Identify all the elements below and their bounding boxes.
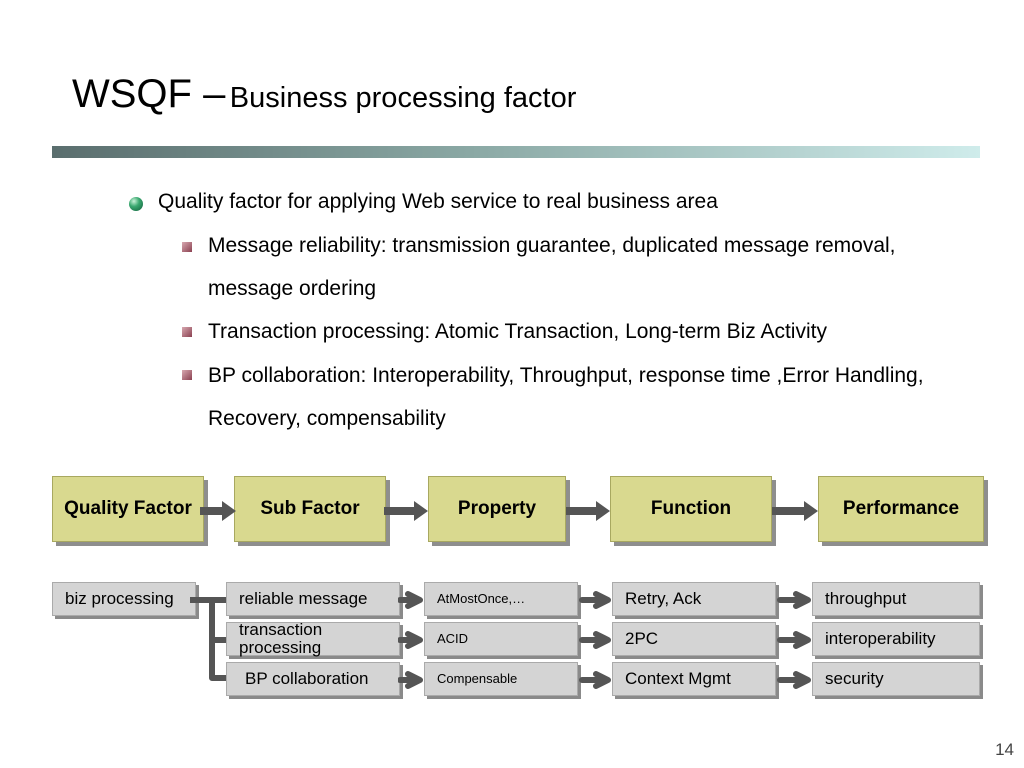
property-item: ACID [424,622,578,656]
function-item: Retry, Ack [612,582,776,616]
sub-bullet-square-icon [182,370,192,380]
bullet-level2-item: Transaction processing: Atomic Transacti… [208,320,827,343]
performance-item: interoperability [812,622,980,656]
header-sub-factor: Sub Factor [234,476,386,542]
row-arrow-icon [398,671,423,689]
row-arrow-icon [398,631,423,649]
bullet-level2-item: Message reliability: transmission guaran… [208,234,896,300]
title-main: WSQF – [72,72,226,116]
property-item: AtMostOnce,… [424,582,578,616]
header-arrow-icon [566,501,610,521]
function-item: 2PC [612,622,776,656]
header-arrow-icon [384,501,428,521]
bullet-level2-item: BP collaboration: Interoperability, Thro… [208,364,924,430]
sub-factor-item: transaction processing [226,621,400,657]
row-arrow-icon [579,631,611,649]
row-arrow-icon [777,671,811,689]
header-arrow-icon [772,501,818,521]
quality-factor-item: biz processing [52,582,196,616]
row-arrow-icon [579,591,611,609]
function-item: Context Mgmt [612,662,776,696]
row-arrow-icon [579,671,611,689]
header-property: Property [428,476,566,542]
header-function: Function [610,476,772,542]
sub-factor-item: reliable message [226,582,400,616]
header-performance: Performance [818,476,984,542]
page-number: 14 [995,740,1014,759]
branch-connector-icon [190,597,232,681]
row-arrow-icon [777,631,811,649]
performance-item: security [812,662,980,696]
title-divider-bar [52,146,980,158]
sub-bullet-square-icon [182,242,192,252]
title-sub: Business processing factor [229,82,577,114]
sub-bullet-square-icon [182,327,192,337]
header-quality-factor: Quality Factor [52,476,204,542]
bullet-level1: Quality factor for applying Web service … [158,190,718,213]
slide-title: WSQF – Business processing factor [72,72,576,117]
performance-item: throughput [812,582,980,616]
row-arrow-icon [398,591,423,609]
sub-factor-item: BP collaboration [226,662,400,696]
property-item: Compensable [424,662,578,696]
bullet-dot-icon [129,197,143,211]
header-arrow-icon [200,501,236,521]
row-arrow-icon [777,591,811,609]
